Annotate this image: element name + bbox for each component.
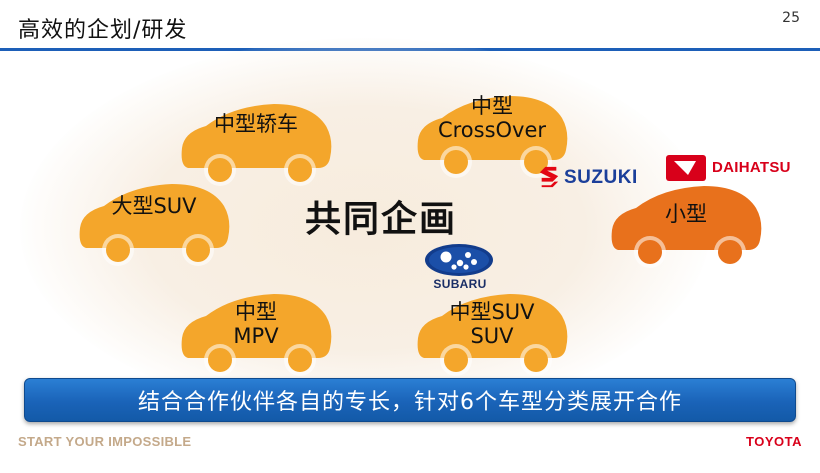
car-midsize-sedan: 中型轿车 xyxy=(176,96,336,188)
car-label: 小型 xyxy=(665,202,707,226)
car-midsize-suv: 中型SUV SUV xyxy=(412,286,572,378)
car-label-line2: CrossOver xyxy=(437,118,547,142)
car-label: 大型SUV xyxy=(111,194,197,218)
page-number: 25 xyxy=(782,10,800,26)
page-title: 高效的企划/研发 xyxy=(18,18,188,43)
footer-slogan: START YOUR IMPOSSIBLE xyxy=(18,434,192,449)
car-icon xyxy=(181,294,332,376)
car-midsize-mpv: 中型 MPV xyxy=(176,286,336,378)
car-label: 中型轿车 xyxy=(214,112,298,136)
car-label-line2: MPV xyxy=(233,324,279,348)
suzuki-s-icon xyxy=(539,166,559,188)
footer-brand: TOYOTA xyxy=(746,434,802,449)
subaru-logo: SUBARU xyxy=(418,243,502,291)
car-icon xyxy=(417,96,568,178)
car-label-line1: 中型 xyxy=(471,94,513,118)
car-icon xyxy=(611,186,762,268)
car-icon xyxy=(181,104,332,186)
subaru-wordmark: SUBARU xyxy=(433,277,487,291)
joint-planning-title: 共同企画 xyxy=(305,199,458,240)
car-large-suv: 大型SUV xyxy=(74,176,234,268)
daihatsu-d-icon xyxy=(666,155,706,181)
car-label-line1: 中型SUV xyxy=(449,300,535,324)
daihatsu-wordmark: DAIHATSU xyxy=(712,159,791,176)
daihatsu-logo: DAIHATSU xyxy=(666,155,802,185)
car-label-line1: 中型 xyxy=(235,300,277,324)
suzuki-logo: SUZUKI xyxy=(538,163,654,193)
summary-banner: 结合合作伙伴各自的专长，针对6个车型分类展开合作 xyxy=(24,378,796,422)
suzuki-wordmark: SUZUKI xyxy=(564,167,638,188)
car-compact: 小型 xyxy=(606,178,766,270)
car-label-line2: SUV xyxy=(470,324,514,348)
subaru-stars-icon xyxy=(425,244,493,276)
car-midsize-crossover: 中型 CrossOver xyxy=(412,88,572,180)
summary-banner-text: 结合合作伙伴各自的专长，针对6个车型分类展开合作 xyxy=(138,390,682,415)
car-icon xyxy=(79,184,230,266)
car-icon xyxy=(417,294,568,376)
